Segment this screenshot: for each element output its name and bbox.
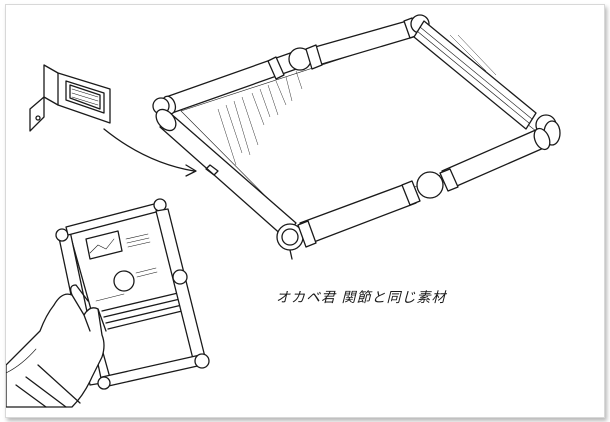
line-drawing	[6, 14, 561, 408]
corner-bracket-detail	[29, 64, 111, 132]
illustration-sheet: オカベ君 関節と同じ素材	[5, 4, 605, 418]
annotation-label: オカベ君 関節と同じ素材	[276, 290, 447, 306]
hand	[6, 284, 107, 408]
roller-frame	[152, 14, 561, 260]
pointer-arrow	[103, 128, 197, 177]
